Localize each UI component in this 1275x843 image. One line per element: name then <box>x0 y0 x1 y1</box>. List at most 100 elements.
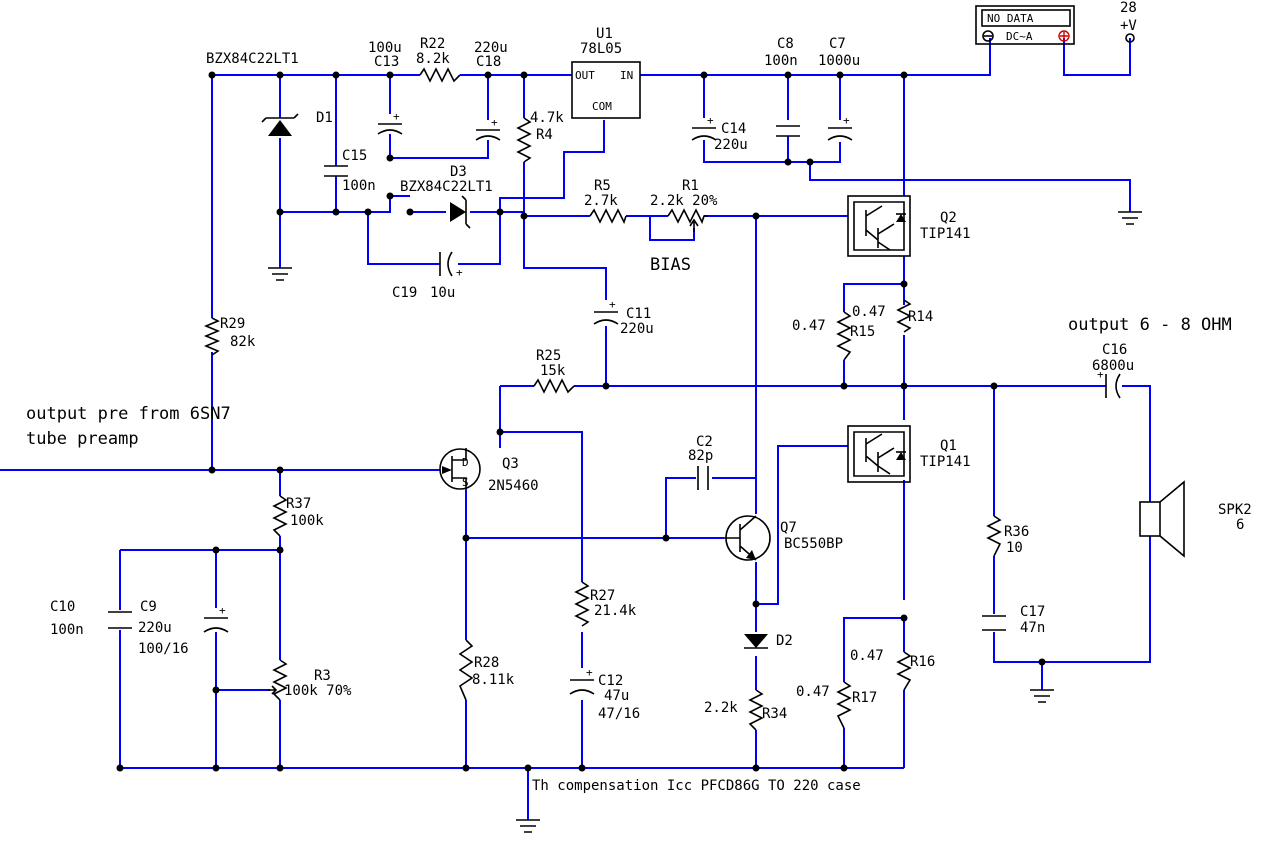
label-q2-part: TIP141 <box>920 226 971 242</box>
capacitor-c16: + <box>1097 368 1121 399</box>
transistor-q7 <box>724 515 771 561</box>
label-q7-part: BC550BP <box>784 536 843 552</box>
resistor-r22 <box>419 67 461 83</box>
label-q7: Q7 <box>780 520 797 536</box>
label-thermal-note: Th compensation Icc PFCD86G TO 220 case <box>532 778 861 794</box>
potentiometer-r3 <box>268 659 288 701</box>
label-q1-part: TIP141 <box>920 454 971 470</box>
capacitor-c10 <box>108 611 132 629</box>
label-r36-val: 10 <box>1006 540 1023 556</box>
label-c10: C10 <box>50 599 75 615</box>
resistor-r36 <box>986 515 1002 557</box>
capacitor-c7: + <box>827 114 853 141</box>
label-q1: Q1 <box>940 438 957 454</box>
label-c13-val: 100u <box>368 40 402 56</box>
label-r16-val: 0.47 <box>850 648 884 664</box>
label-r27-val: 21.4k <box>594 603 637 619</box>
label-q3: Q3 <box>502 456 519 472</box>
label-c9-rating: 100/16 <box>138 641 189 657</box>
capacitor-c19: + <box>439 251 463 279</box>
label-c15-val: 100n <box>342 178 376 194</box>
label-c7-val: 1000u <box>818 53 860 69</box>
label-r34-val: 2.2k <box>704 700 738 716</box>
supply-voltage-text: 28 <box>1120 0 1137 16</box>
label-bias: BIAS <box>650 255 691 275</box>
label-q3-part: 2N5460 <box>488 478 539 494</box>
resistor-r28 <box>458 639 474 701</box>
label-q2: Q2 <box>940 210 957 226</box>
capacitor-c8 <box>776 125 800 137</box>
label-d3-part: BZX84C22LT1 <box>400 179 493 195</box>
resistor-r15 <box>836 311 852 361</box>
resistor-r4 <box>516 117 532 163</box>
svg-text:+: + <box>843 114 850 127</box>
svg-text:+: + <box>393 110 400 123</box>
regulator-u1 <box>571 61 641 119</box>
svg-text:+: + <box>491 116 498 129</box>
label-c17: C17 <box>1020 604 1045 620</box>
label-c12: C12 <box>598 673 623 689</box>
label-r28-val: 8.11k <box>472 672 515 688</box>
resistor-r5 <box>589 208 627 225</box>
capacitor-c17 <box>982 615 1006 631</box>
label-c11: C11 <box>626 306 651 322</box>
label-c11-val: 220u <box>620 321 654 337</box>
label-c15: C15 <box>342 148 367 164</box>
resistor-r25 <box>533 378 575 394</box>
label-r5: R5 <box>594 178 611 194</box>
resistor-r14 <box>896 299 912 333</box>
label-r3: R3 <box>314 668 331 684</box>
zener-d3 <box>450 195 471 229</box>
junctions <box>116 71 1046 772</box>
label-r25-val: 15k <box>540 363 566 379</box>
label-spk: SPK2 <box>1218 502 1252 518</box>
label-r1: R1 <box>682 178 699 194</box>
label-c16-val: 6800u <box>1092 358 1134 374</box>
label-c14: C14 <box>721 121 746 137</box>
svg-text:+: + <box>1097 368 1104 381</box>
capacitor-c11: + <box>593 298 619 325</box>
label-c12-val: 47u <box>604 688 629 704</box>
label-input-line2: tube preamp <box>26 429 139 449</box>
label-r3-val: 100k 70% <box>284 683 352 699</box>
label-u1: U1 <box>596 26 613 42</box>
svg-text:+: + <box>586 666 593 679</box>
label-c16: C16 <box>1102 342 1127 358</box>
label-c10-val: 100n <box>50 622 84 638</box>
label-r1-val: 2.2k 20% <box>650 193 718 209</box>
label-c2-val: 82p <box>688 448 713 464</box>
label-r15-val: 0.47 <box>792 318 826 334</box>
capacitor-c18: + <box>475 116 501 141</box>
label-output-title: output 6 - 8 OHM <box>1068 315 1232 335</box>
label-r14-val: 0.47 <box>852 304 886 320</box>
label-d3: D3 <box>450 164 467 180</box>
label-r29-val: 82k <box>230 334 256 350</box>
label-r28: R28 <box>474 655 499 671</box>
supply-rail-text: +V <box>1120 18 1137 34</box>
label-r4-val: 4.7k <box>530 110 564 126</box>
label-c12-rating: 47/16 <box>598 706 640 722</box>
svg-text:+: + <box>707 114 714 127</box>
label-c19-val: 10u <box>430 285 455 301</box>
label-c7: C7 <box>829 36 846 52</box>
label-u1-out: OUT <box>575 69 595 82</box>
transistor-q1 <box>847 425 911 483</box>
transistor-q2 <box>847 195 911 257</box>
resistor-r27 <box>574 581 590 627</box>
capacitor-c13: + <box>377 110 403 135</box>
capacitor-c12: + <box>569 666 595 695</box>
label-spk-val: 6 <box>1236 517 1244 533</box>
label-bzx-top: BZX84C22LT1 <box>206 51 299 67</box>
capacitor-c14: + <box>691 114 717 141</box>
label-u1-part: 78L05 <box>580 41 622 57</box>
label-r5-val: 2.7k <box>584 193 618 209</box>
label-r16: R16 <box>910 654 935 670</box>
wires <box>0 38 1151 820</box>
ground-symbols <box>268 211 1142 833</box>
label-c8: C8 <box>777 36 794 52</box>
supply-mode-text: DC~A <box>1006 30 1033 43</box>
zener-d1 <box>261 113 299 136</box>
label-c13: C13 <box>374 54 399 70</box>
label-r25: R25 <box>536 348 561 364</box>
